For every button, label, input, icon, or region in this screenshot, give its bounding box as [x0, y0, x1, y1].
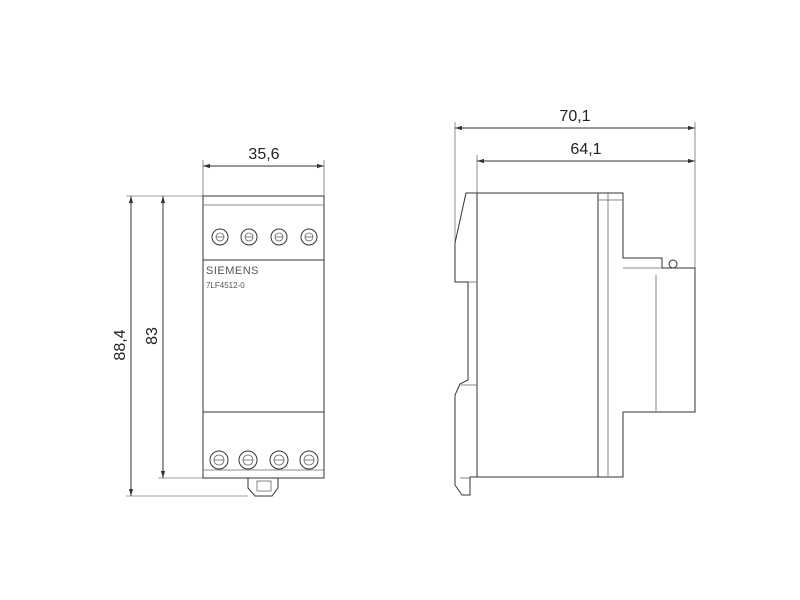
screw-icon — [238, 450, 258, 470]
screw-icon — [299, 450, 319, 470]
dim-side-body-depth: 64,1 — [570, 141, 601, 158]
dim-front-width: 35,6 — [248, 146, 279, 163]
din-clip — [247, 478, 279, 497]
side-cover-profile — [598, 192, 696, 478]
din-rail-profile — [454, 192, 477, 496]
side-view: 70,1 64,1 — [454, 108, 696, 496]
bottom-screw-terminals — [209, 450, 319, 470]
screw-icon — [270, 228, 288, 246]
screw-icon — [240, 228, 258, 246]
bottom-terminal-block — [202, 411, 325, 479]
front-view: SIEMENS 7LF4512-0 35,6 83 88,4 — [112, 146, 325, 497]
brand-label: SIEMENS — [206, 265, 259, 277]
screw-icon — [209, 450, 229, 470]
model-label: 7LF4512-0 — [206, 281, 245, 290]
dim-total-height: 88,4 — [112, 329, 129, 360]
front-body-outline — [202, 195, 325, 479]
top-screw-terminals — [211, 228, 318, 246]
top-terminal-block — [202, 195, 325, 261]
screw-icon — [269, 450, 289, 470]
screw-icon — [300, 228, 318, 246]
hinge-icon — [668, 259, 678, 269]
side-body-outline — [476, 192, 599, 478]
dim-side-total-depth: 70,1 — [559, 108, 590, 125]
dim-body-height: 83 — [144, 327, 161, 345]
screw-icon — [211, 228, 229, 246]
